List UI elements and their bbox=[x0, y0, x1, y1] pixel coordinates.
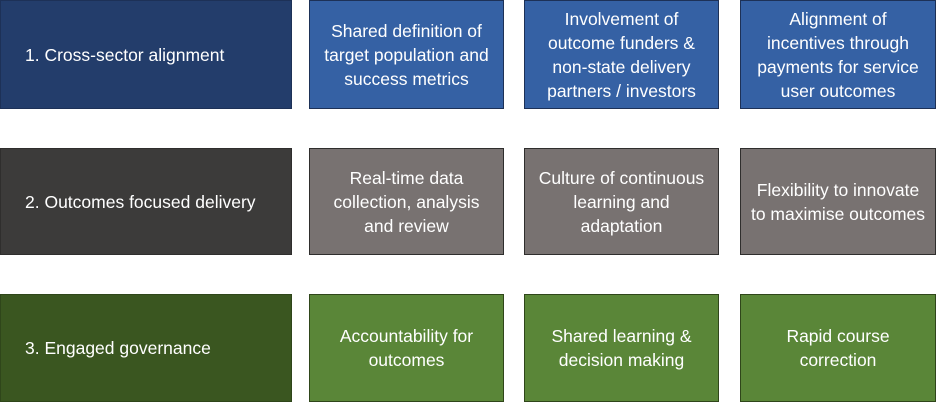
row-2-cell-2: Culture of continuous learning and adapt… bbox=[524, 148, 719, 255]
row-3-cell-3: Rapid course correction bbox=[740, 294, 936, 402]
row-1-cell-1-label: Shared definition of target population a… bbox=[324, 20, 489, 89]
row-1-cell-2: Involvement of outcome funders & non-sta… bbox=[524, 0, 719, 109]
row-1-cell-3: Alignment of incentives through payments… bbox=[740, 0, 936, 109]
row-3-cell-3-label: Rapid course correction bbox=[786, 326, 890, 370]
row-1-header: 1. Cross-sector alignment bbox=[0, 0, 292, 109]
row-2-cell-1: Real-time data collection, analysis and … bbox=[309, 148, 504, 255]
row-3-cell-2-label: Shared learning & decision making bbox=[551, 326, 692, 370]
row-2-cell-3-label: Flexibility to innovate to maximise outc… bbox=[750, 179, 926, 224]
row-3-cell-1: Accountability for outcomes bbox=[309, 294, 504, 402]
row-3-cell-1-label: Accountability for outcomes bbox=[339, 326, 474, 370]
row-1-cell-1: Shared definition of target population a… bbox=[309, 0, 504, 109]
row-2-cell-3: Flexibility to innovate to maximise outc… bbox=[740, 148, 936, 255]
row-2-cell-1-label: Real-time data collection, analysis and … bbox=[333, 167, 480, 236]
row-1-cell-2-label: Involvement of outcome funders & non-sta… bbox=[547, 8, 696, 101]
row-3-header: 3. Engaged governance bbox=[0, 294, 292, 402]
row-3-header-label: 3. Engaged governance bbox=[25, 338, 211, 358]
row-1-header-label: 1. Cross-sector alignment bbox=[25, 44, 225, 65]
row-2-header: 2. Outcomes focused delivery bbox=[0, 148, 292, 255]
row-2-cell-2-label: Culture of continuous learning and adapt… bbox=[538, 167, 705, 236]
row-1-cell-3-label: Alignment of incentives through payments… bbox=[757, 8, 919, 101]
row-3-cell-2: Shared learning & decision making bbox=[524, 294, 719, 402]
row-2-header-label: 2. Outcomes focused delivery bbox=[25, 191, 256, 212]
